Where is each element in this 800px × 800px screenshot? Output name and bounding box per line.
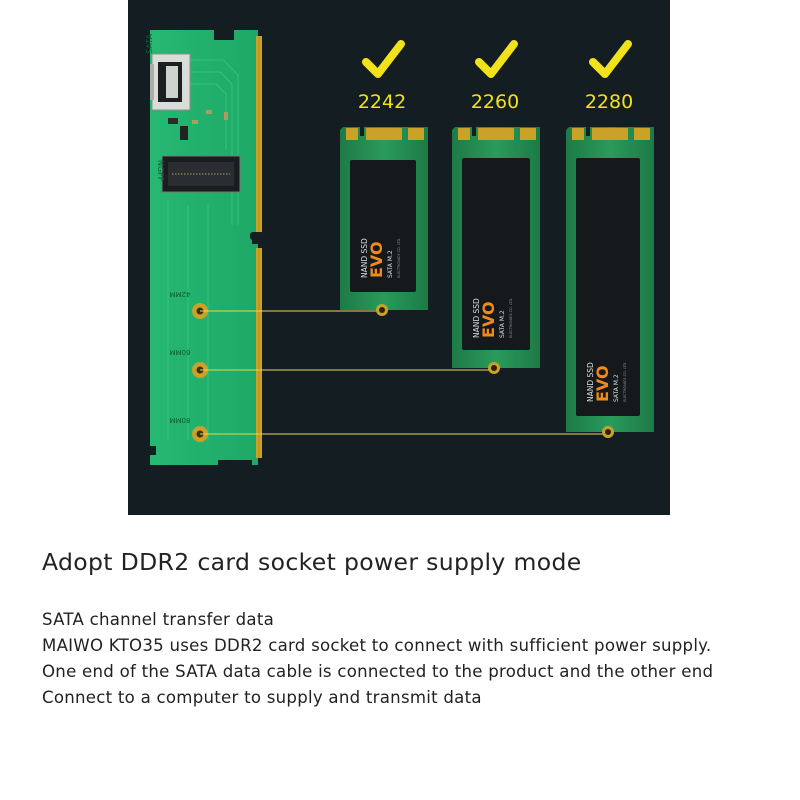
mount-60mm: 60MM: [170, 348, 208, 378]
ngff-label: NGFF: [156, 160, 165, 182]
size-label-2260: 2260: [471, 91, 519, 113]
description-line-2: MAIWO KTO35 uses DDR2 card socket to con…: [42, 636, 712, 655]
product-diagram: SATA NGFF 42MM 60MM 80MM: [145, 30, 654, 465]
ssd-2280-maker: ELECTRONICS CO. LTD.: [623, 362, 627, 402]
sata-label: SATA: [145, 33, 154, 53]
size-label-2242: 2242: [358, 91, 406, 113]
ssd-2260-maker: ELECTRONICS CO. LTD.: [509, 298, 513, 338]
mount-label-80mm: 80MM: [170, 416, 191, 424]
ssd-2280: NAND SSD EVO SATA M.2 ELECTRONICS CO. LT…: [566, 127, 654, 438]
length-guide-lines: [200, 310, 608, 435]
headline: Adopt DDR2 card socket power supply mode: [42, 548, 582, 576]
ssd-2260-line2: SATA M.2: [499, 310, 506, 338]
ssd-2242-brand: EVO: [367, 241, 386, 278]
ngff-slot: [161, 155, 241, 193]
sata-connector: [150, 53, 191, 111]
ssd-2280-line2: SATA M.2: [613, 374, 620, 402]
ssd-2242-line2: SATA M.2: [387, 250, 394, 278]
check-icon-2260: [475, 40, 518, 78]
adapter-board: SATA NGFF 42MM 60MM 80MM: [145, 30, 264, 465]
check-icon-2280: [589, 40, 632, 78]
ssd-2242: NAND SSD EVO SATA M.2 ELECTRONICS CO. LT…: [340, 127, 428, 316]
product-image: SATA NGFF 42MM 60MM 80MM: [128, 0, 670, 515]
ssd-2242-line1: NAND SSD: [360, 238, 369, 278]
check-icon-2242: [362, 40, 405, 78]
description-line-4: Connect to a computer to supply and tran…: [42, 688, 482, 707]
size-label-2280: 2280: [585, 91, 633, 113]
description-line-1: SATA channel transfer data: [42, 610, 274, 629]
ssd-2260-line1: NAND SSD: [472, 298, 481, 338]
ssd-2260-brand: EVO: [479, 301, 498, 338]
ssd-2280-line1: NAND SSD: [586, 362, 595, 402]
ssd-2280-brand: EVO: [593, 365, 612, 402]
ssd-2260: NAND SSD EVO SATA M.2 ELECTRONICS CO. LT…: [452, 127, 540, 374]
mount-label-60mm: 60MM: [170, 348, 191, 356]
description: SATA channel transfer data MAIWO KTO35 u…: [42, 607, 713, 711]
ssd-2242-maker: ELECTRONICS CO. LTD.: [397, 238, 401, 278]
mount-label-42mm: 42MM: [170, 290, 191, 298]
description-line-3: One end of the SATA data cable is connec…: [42, 662, 714, 681]
